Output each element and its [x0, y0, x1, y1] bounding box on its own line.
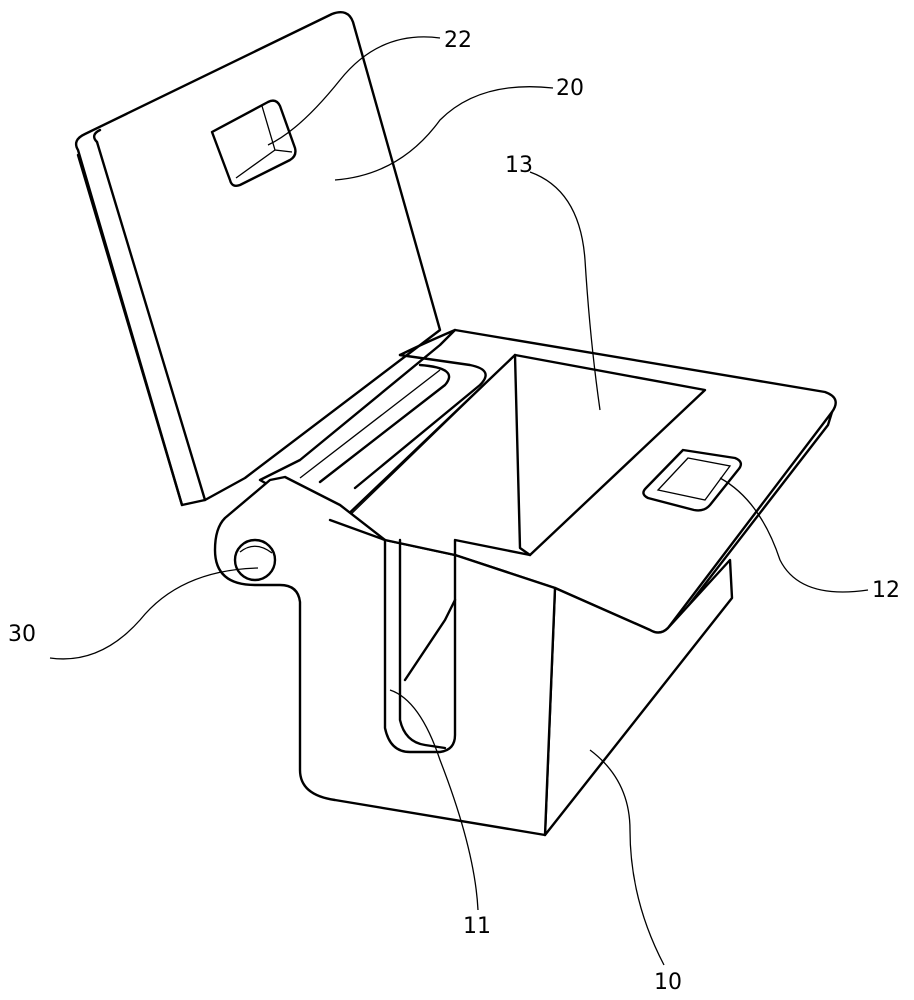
label-11: 11	[463, 916, 491, 938]
label-20: 20	[556, 78, 584, 100]
label-13: 13	[505, 155, 533, 177]
label-22: 22	[444, 30, 472, 52]
label-12: 12	[872, 580, 900, 602]
label-10: 10	[654, 972, 682, 994]
label-30: 30	[8, 624, 36, 646]
